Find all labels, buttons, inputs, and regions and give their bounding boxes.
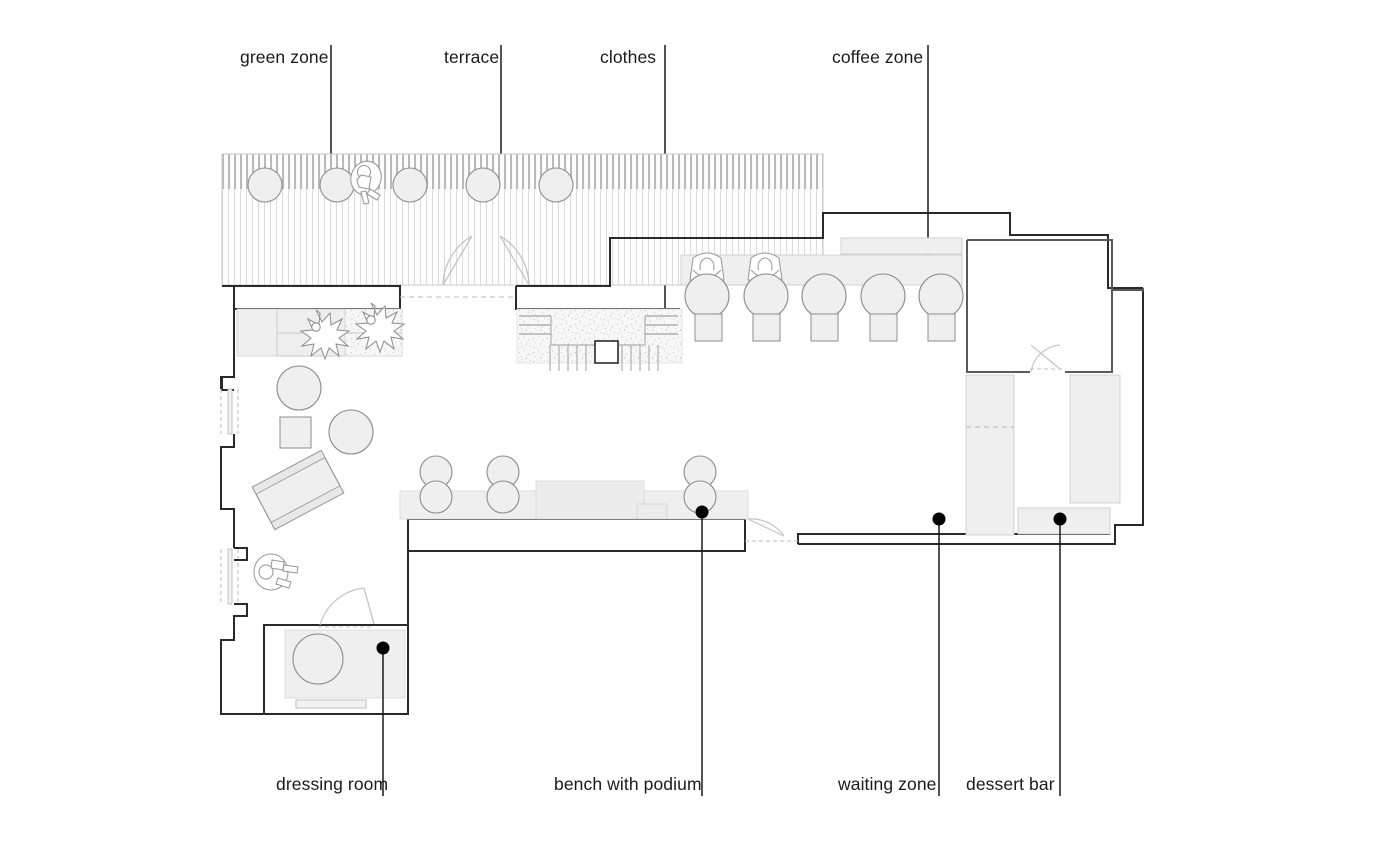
label-bench-with-podium: bench with podium [554, 774, 702, 794]
door-opening-bench-right [745, 518, 798, 542]
wall-bottom-right-inner [797, 533, 1110, 544]
terrace-table-2 [319, 167, 355, 203]
bench-podium-step [636, 503, 668, 520]
window-left-2 [220, 548, 239, 605]
bench-circle-2b [486, 480, 520, 514]
wall-backroom-left [966, 240, 1030, 373]
coffee-table-1 [684, 273, 730, 319]
annotation-dressing-room[interactable]: dressing room [276, 641, 390, 797]
label-terrace: terrace [444, 47, 499, 67]
zone-lounge [251, 365, 374, 591]
label-clothes: clothes [600, 47, 656, 67]
zone-waiting-and-dessert [965, 374, 1121, 536]
leader-dot-waiting-zone [932, 512, 946, 526]
leader-dot-dessert-bar [1053, 512, 1067, 526]
wall-top-right-run [516, 212, 1143, 289]
coffee-table-4 [860, 273, 906, 319]
backroom-door-arc [1030, 344, 1065, 373]
bench-podium-main [535, 480, 645, 520]
annotation-coffee-zone[interactable]: coffee zone [832, 45, 935, 270]
terrace-table-3 [392, 167, 428, 203]
plant-symbol-1 [299, 309, 351, 361]
plant-symbol-2 [354, 302, 406, 354]
wall-left-middle [220, 434, 235, 548]
wall-left-upper [220, 286, 235, 389]
bench-circle-1b [419, 480, 453, 514]
terrace-table-5 [538, 167, 574, 203]
label-dressing-room: dressing room [276, 774, 388, 794]
wall-bottom-right-run [798, 288, 1144, 545]
lounge-square-table [279, 416, 312, 449]
zone-clothes [516, 308, 683, 371]
label-coffee-zone: coffee zone [832, 47, 923, 67]
wall-left-lower [220, 603, 264, 715]
lounge-sofa-front [270, 485, 345, 531]
leader-dot-dressing-room [376, 641, 390, 655]
terrace-table-1 [247, 167, 283, 203]
lounge-sofa [251, 449, 345, 531]
lounge-sofa-back [251, 449, 326, 495]
annotation-bench-with-podium[interactable]: bench with podium [554, 505, 709, 797]
coffee-stool-5 [927, 313, 956, 342]
leader-dot-bench-with-podium [695, 505, 709, 519]
dessert-bar-counter-right [1069, 374, 1121, 504]
zone-green-zone [236, 302, 406, 361]
terrace-table-4 [465, 167, 501, 203]
lounge-round-table-2 [328, 409, 374, 455]
window-left-1 [220, 388, 239, 435]
wall-left-notch-a [234, 547, 248, 561]
zone-bench-with-podium [399, 455, 749, 520]
terrace-figure-icon [350, 160, 382, 205]
coffee-shelf-strip [840, 237, 963, 255]
annotation-group-bottom: dressing room bench with podium waiting … [276, 505, 1067, 797]
lounge-round-table-1 [276, 365, 322, 411]
annotation-dessert-bar[interactable]: dessert bar [966, 512, 1067, 797]
clothes-podium-square [594, 340, 619, 364]
wall-left-exterior [221, 285, 235, 391]
terrace-decking-dense-right [610, 154, 823, 189]
coffee-stool-4 [869, 313, 898, 342]
terrace-door-arcs [442, 235, 530, 286]
clothes-hangers-right [621, 345, 659, 371]
dressing-room-ottoman [292, 633, 344, 685]
wall-top-middle-inner [515, 286, 680, 310]
coffee-stool-2 [752, 313, 781, 342]
clothes-rails-left [519, 315, 551, 335]
clothes-runner-right [617, 316, 646, 346]
label-waiting-zone: waiting zone [837, 774, 936, 794]
clothes-runner-left [550, 316, 596, 346]
annotation-waiting-zone[interactable]: waiting zone [837, 512, 946, 797]
dressing-room-door-arc [318, 587, 375, 628]
clothes-rails-right [645, 315, 678, 335]
zone-coffee-zone [680, 237, 964, 342]
clothes-hangers-left [549, 345, 587, 371]
wall-backroom-top [967, 239, 1144, 291]
label-dessert-bar: dessert bar [966, 774, 1055, 794]
lounge-figure-icon [253, 553, 299, 591]
coffee-stool-3 [810, 313, 839, 342]
coffee-table-3 [801, 273, 847, 319]
label-green-zone: green zone [240, 47, 329, 67]
dressing-room-step [295, 699, 367, 709]
waiting-counter [965, 374, 1015, 536]
coffee-stool-1 [694, 313, 723, 342]
coffee-table-5 [918, 273, 964, 319]
coffee-table-2 [743, 273, 789, 319]
zone-dressing-room [284, 587, 406, 709]
wall-backroom-right [1065, 290, 1113, 373]
wall-bench-run [407, 518, 746, 625]
terrace-decking-light [222, 189, 610, 285]
